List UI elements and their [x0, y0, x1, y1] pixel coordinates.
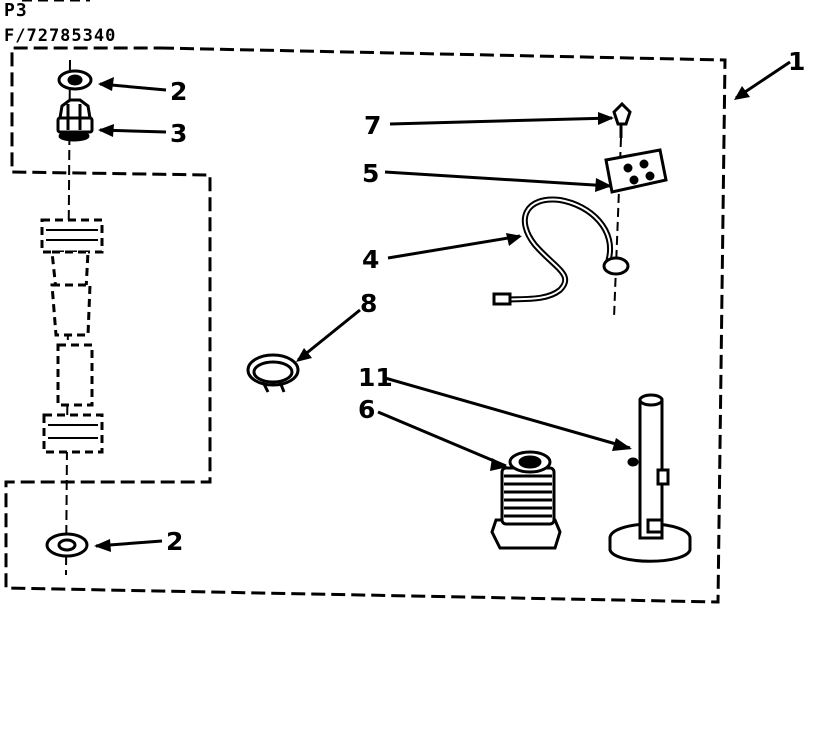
callout-8: 8 — [360, 289, 377, 318]
callout-11: 11 — [358, 363, 393, 392]
callout-2-top: 2 — [170, 77, 187, 106]
callout-5: 5 — [362, 159, 379, 188]
washer-top-icon — [57, 69, 93, 91]
clip-bracket-icon — [604, 148, 668, 194]
screw-icon — [612, 101, 632, 138]
callout-2-bottom: 2 — [166, 527, 183, 556]
drain-post-icon — [608, 393, 692, 563]
callout-4: 4 — [362, 245, 379, 274]
washer-bottom-icon — [45, 532, 89, 558]
callout-7: 7 — [364, 111, 381, 140]
hose-clamp-icon — [246, 353, 300, 393]
figure-code: P3 — [4, 0, 28, 21]
callout-6: 6 — [358, 395, 375, 424]
kit-outline — [4, 46, 727, 604]
drain-fitting-icon — [490, 450, 562, 550]
part-number: F/72785340 — [4, 26, 117, 46]
leader-lines — [95, 60, 791, 548]
callout-3: 3 — [170, 119, 187, 148]
hose-assembly-icon — [40, 218, 104, 454]
ground-wire-icon — [492, 196, 630, 306]
inlet-nut-icon — [56, 98, 94, 142]
callout-1: 1 — [788, 47, 805, 76]
